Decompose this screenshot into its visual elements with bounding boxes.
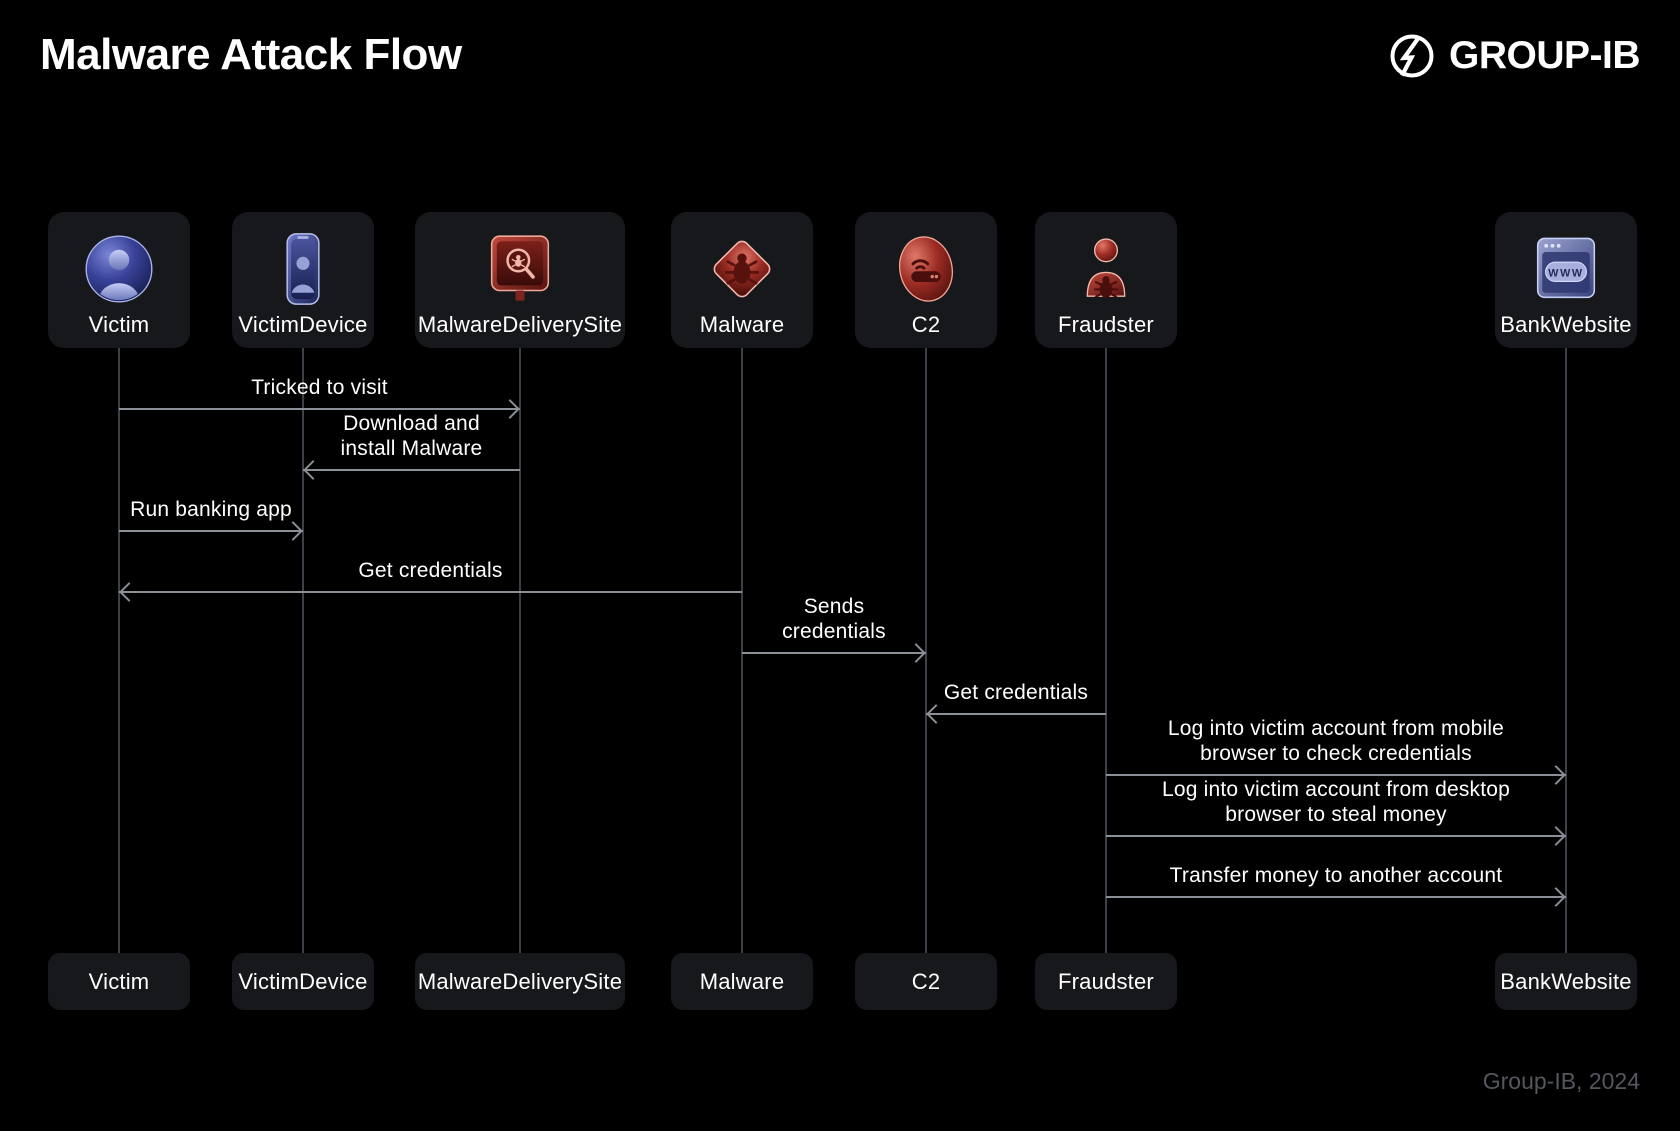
lifeline-malware bbox=[741, 348, 743, 953]
message-line-malware-to-c2 bbox=[742, 652, 926, 654]
message-label: Get credentials bbox=[943, 681, 1089, 704]
actor-label: Victim bbox=[88, 312, 150, 337]
actor-box-bottom-bank_website: BankWebsite bbox=[1495, 953, 1637, 1010]
message-label: Log into victim account from desktop bro… bbox=[1161, 778, 1511, 826]
message-label: Tricked to visit bbox=[251, 376, 388, 399]
infected-site-icon bbox=[477, 226, 563, 312]
actor-label: VictimDevice bbox=[238, 968, 368, 994]
message-line-malware-to-victim bbox=[119, 591, 742, 593]
actor-box-malware_delivery_site: MalwareDeliverySite bbox=[415, 212, 625, 348]
phone-icon bbox=[260, 226, 346, 312]
lifeline-fraudster bbox=[1105, 348, 1107, 953]
message-line-victim-to-victim_device bbox=[119, 530, 303, 532]
actor-box-bank_website: WWW BankWebsite bbox=[1495, 212, 1637, 348]
lifeline-bank_website bbox=[1565, 348, 1567, 953]
actor-box-bottom-fraudster: Fraudster bbox=[1035, 953, 1177, 1010]
arrowhead-icon bbox=[303, 460, 323, 480]
message-label: Sends credentials bbox=[782, 595, 886, 643]
lifeline-malware_delivery_site bbox=[519, 348, 521, 953]
message-label: Get credentials bbox=[358, 559, 503, 582]
svg-text:WWW: WWW bbox=[1548, 267, 1584, 279]
actor-label: C2 bbox=[911, 312, 941, 337]
lifeline-victim_device bbox=[302, 348, 304, 953]
footer-credit: Group-IB, 2024 bbox=[1482, 1068, 1640, 1094]
message-label: Download and install Malware bbox=[340, 412, 483, 460]
actor-box-fraudster: Fraudster bbox=[1035, 212, 1177, 348]
actor-label: MalwareDeliverySite bbox=[417, 312, 623, 337]
message-line-malware_delivery_site-to-victim_device bbox=[303, 469, 520, 471]
arrowhead-icon bbox=[906, 643, 926, 663]
actor-label: Fraudster bbox=[1058, 968, 1154, 994]
actor-label: C2 bbox=[911, 968, 941, 994]
lifeline-c2 bbox=[925, 348, 927, 953]
actor-label: Victim bbox=[88, 968, 150, 994]
actor-box-bottom-c2: C2 bbox=[855, 953, 997, 1010]
message-line-victim-to-malware_delivery_site bbox=[119, 408, 520, 410]
arrowhead-icon bbox=[283, 521, 303, 541]
actor-box-malware: Malware bbox=[671, 212, 813, 348]
actor-box-bottom-victim_device: VictimDevice bbox=[232, 953, 374, 1010]
actor-label: BankWebsite bbox=[1500, 968, 1632, 994]
brand-logo: GROUP-IB bbox=[1388, 32, 1641, 80]
actor-box-victim_device: VictimDevice bbox=[232, 212, 374, 348]
page-title: Malware Attack Flow bbox=[40, 30, 462, 79]
actor-label: MalwareDeliverySite bbox=[417, 968, 623, 994]
group-ib-logo-icon bbox=[1390, 34, 1434, 78]
actor-box-bottom-malware_delivery_site: MalwareDeliverySite bbox=[415, 953, 625, 1010]
message-line-fraudster-to-bank_website bbox=[1106, 835, 1566, 837]
arrowhead-icon bbox=[926, 704, 946, 724]
browser-www-icon: WWW bbox=[1523, 226, 1609, 312]
actor-box-bottom-victim: Victim bbox=[48, 953, 190, 1010]
message-label: Log into victim account from mobile brow… bbox=[1167, 717, 1505, 765]
fraudster-icon bbox=[1063, 226, 1149, 312]
bug-diamond-icon bbox=[699, 226, 785, 312]
message-label: Run banking app bbox=[130, 498, 292, 521]
arrowhead-icon bbox=[1546, 887, 1566, 907]
actor-label: BankWebsite bbox=[1500, 312, 1632, 337]
person-icon bbox=[76, 226, 162, 312]
lifeline-victim bbox=[118, 348, 120, 953]
actor-box-victim: Victim bbox=[48, 212, 190, 348]
actor-label: Malware bbox=[699, 312, 785, 337]
message-line-fraudster-to-c2 bbox=[926, 713, 1106, 715]
message-line-fraudster-to-bank_website bbox=[1106, 896, 1566, 898]
brand-name: GROUP-IB bbox=[1449, 34, 1641, 77]
actor-label: Fraudster bbox=[1058, 312, 1154, 337]
actor-box-c2: C2 bbox=[855, 212, 997, 348]
message-label: Transfer money to another account bbox=[1169, 864, 1503, 887]
arrowhead-icon bbox=[119, 582, 139, 602]
message-line-fraudster-to-bank_website bbox=[1106, 774, 1566, 776]
arrowhead-icon bbox=[1546, 826, 1566, 846]
actor-label: Malware bbox=[699, 968, 785, 994]
actor-label: VictimDevice bbox=[238, 312, 368, 337]
c2-server-icon bbox=[883, 226, 969, 312]
actor-box-bottom-malware: Malware bbox=[671, 953, 813, 1010]
